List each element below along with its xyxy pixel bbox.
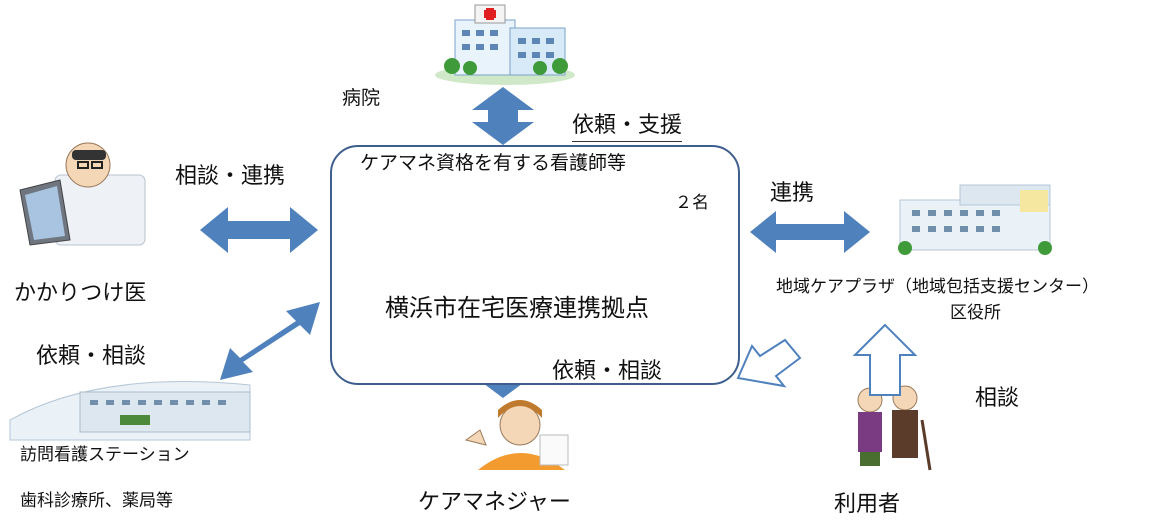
doctor-illustration — [19, 142, 146, 246]
relation-hospital: 依頼・支援 — [572, 107, 683, 142]
plaza-illustration — [898, 184, 1052, 255]
arrow-doctor-hub — [200, 207, 318, 253]
station-illustration — [9, 381, 251, 441]
relation-care-manager: 依頼・相談 — [552, 359, 663, 384]
dental-pharmacy-label: 歯科診療所、薬局等 — [20, 491, 173, 511]
hub-box — [330, 145, 740, 385]
arrow-user-plaza — [852, 323, 918, 396]
ward-office-label: 区役所 — [950, 303, 1001, 323]
users-illustration — [857, 385, 932, 471]
hospital-illustration — [435, 4, 575, 85]
hub-name: 横浜市在宅医療連携拠点 — [385, 294, 649, 322]
hub-role: ケアマネ資格を有する看護師等 — [360, 152, 627, 174]
station-label: 訪問看護ステーション — [20, 445, 190, 465]
care-manager-illustration — [464, 400, 569, 470]
care-manager-label: ケアマネジャー — [418, 490, 571, 515]
relation-station: 依頼・相談 — [36, 344, 147, 369]
arrow-hub-station — [220, 302, 320, 380]
arrow-user-hub — [736, 338, 802, 388]
hospital-label: 病院 — [342, 87, 381, 109]
relation-user: 相談 — [975, 386, 1020, 411]
user-arrows — [736, 323, 918, 396]
plaza-label: 地域ケアプラザ（地域包括支援センター） — [776, 277, 1099, 297]
arrow-hub-plaza — [750, 211, 870, 253]
relation-family-doctor: 相談・連携 — [175, 164, 286, 189]
user-label: 利用者 — [834, 492, 901, 517]
relation-plaza: 連携 — [770, 181, 815, 206]
hub-count: ２名 — [675, 193, 709, 213]
family-doctor-label: かかりつけ医 — [14, 281, 147, 306]
arrow-hospital-hub — [472, 87, 534, 145]
